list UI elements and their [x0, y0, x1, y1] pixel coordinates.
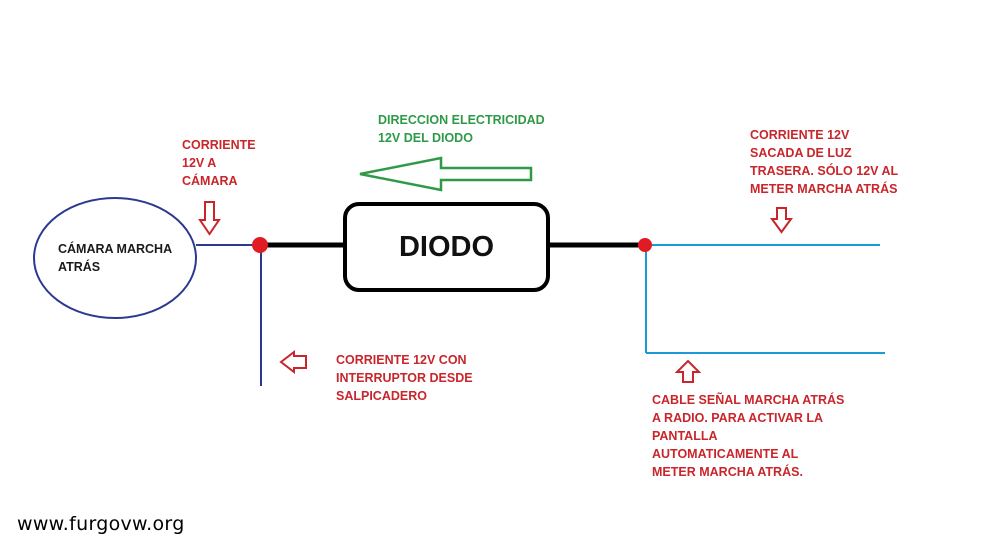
diode-box [343, 202, 550, 292]
switch-current-line: SALPICADERO [336, 389, 427, 403]
junction-left [252, 237, 268, 253]
direction-label-line: DIRECCION ELECTRICIDAD [378, 113, 545, 127]
direction-arrow-icon [359, 156, 533, 192]
junction-right [638, 238, 652, 252]
current-to-camera-line: CÁMARA [182, 174, 238, 188]
radio-signal-line: PANTALLA [652, 429, 718, 443]
camera-label: CÁMARA MARCHA ATRÁS [58, 240, 172, 276]
arrow-down-icon [770, 207, 793, 234]
current-to-camera-line: 12V A [182, 156, 217, 170]
rear-light-line: METER MARCHA ATRÁS [750, 182, 898, 196]
camera-label-line: CÁMARA MARCHA [58, 242, 173, 256]
radio-signal-line: METER MARCHA ATRÁS. [652, 465, 803, 479]
watermark-url: www.furgovw.org [17, 513, 185, 535]
switch-current-line: CORRIENTE 12V CON [336, 353, 467, 367]
rear-light-line: CORRIENTE 12V [750, 128, 850, 142]
rear-light-line: TRASERA. SÓLO 12V AL [750, 164, 899, 178]
radio-signal-line: A RADIO. PARA ACTIVAR LA [652, 411, 824, 425]
direction-label: DIRECCION ELECTRICIDAD 12V DEL DIODO [378, 111, 545, 147]
rear-light-line: SACADA DE LUZ [750, 146, 852, 160]
arrow-up-icon [674, 359, 702, 383]
arrow-left-icon [279, 349, 307, 375]
rear-light-current-label: CORRIENTE 12V SACADA DE LUZ TRASERA. SÓL… [750, 126, 898, 198]
current-to-camera-line: CORRIENTE [182, 138, 256, 152]
camera-label-line: ATRÁS [58, 260, 101, 274]
switch-current-label: CORRIENTE 12V CON INTERRUPTOR DESDE SALP… [336, 351, 473, 405]
radio-signal-line: CABLE SEÑAL MARCHA ATRÁS [652, 393, 845, 407]
direction-label-line: 12V DEL DIODO [378, 131, 473, 145]
radio-signal-label: CABLE SEÑAL MARCHA ATRÁS A RADIO. PARA A… [652, 391, 844, 481]
camera-ellipse [33, 197, 197, 319]
arrow-down-icon [198, 201, 221, 236]
radio-signal-line: AUTOMATICAMENTE AL [652, 447, 799, 461]
diode-label: DIODO [398, 231, 495, 263]
current-to-camera-label: CORRIENTE 12V A CÁMARA [182, 136, 256, 190]
switch-current-line: INTERRUPTOR DESDE [336, 371, 473, 385]
